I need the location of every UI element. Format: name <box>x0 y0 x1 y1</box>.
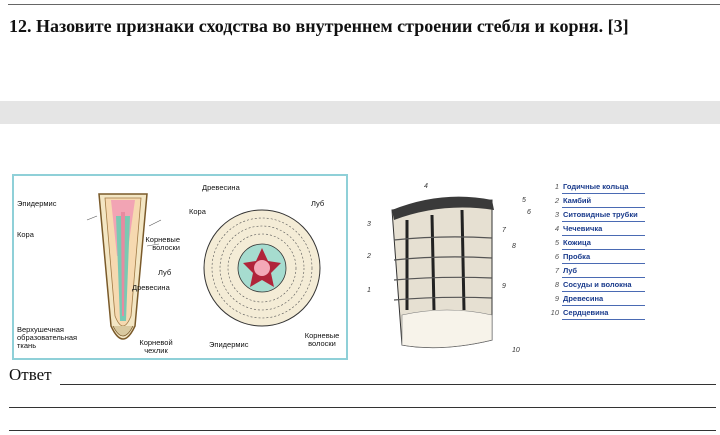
stem-num-3: 3 <box>367 221 371 228</box>
label-xylem-cross: Древесина <box>202 183 240 192</box>
label-epidermis-cross: Эпидермис <box>209 340 249 349</box>
stem-num-5: 5 <box>522 197 526 204</box>
answer-line-1[interactable] <box>60 384 716 385</box>
stem-num-1: 1 <box>367 287 371 294</box>
label-meristem-long: Верхушечная образовательная ткань <box>17 325 78 350</box>
stem-num-6: 6 <box>527 209 531 216</box>
label-root-cap-long: Корневой чехлик <box>139 338 173 355</box>
root-longitudinal-diagram <box>86 193 162 340</box>
label-phloem-cross: Луб <box>311 199 325 208</box>
stem-num-2: 2 <box>366 253 371 260</box>
stem-num-9: 9 <box>502 283 506 290</box>
section-divider-band <box>0 101 720 124</box>
stem-section-diagram: 4 5 6 3 7 8 2 1 9 10 <box>366 183 531 354</box>
label-xylem-long: Древесина <box>132 283 170 292</box>
label-epidermis-long: Эпидермис <box>17 199 57 208</box>
question-title: 12. Назовите признаки сходства во внутре… <box>9 16 629 36</box>
stem-num-4: 4 <box>424 183 428 190</box>
label-phloem-long: Луб <box>158 268 172 277</box>
root-cross-section-diagram <box>203 209 321 327</box>
label-root-hairs-long: Корневые волоски <box>145 235 180 252</box>
stem-num-7: 7 <box>502 227 507 234</box>
root-diagram-panel: Эпидермис Кора Корневые волоски Луб Древ… <box>12 174 348 360</box>
answer-label: Ответ <box>9 365 52 384</box>
label-root-hairs-cross: Корневые волоски <box>304 331 340 348</box>
label-cortex-long: Кора <box>17 230 34 239</box>
stem-num-8: 8 <box>512 243 516 250</box>
answer-line-2[interactable] <box>9 407 716 408</box>
label-cortex-cross: Кора <box>189 207 206 216</box>
top-rule <box>8 4 720 5</box>
answer-line-3[interactable] <box>9 430 716 431</box>
stem-num-10: 10 <box>512 347 520 354</box>
